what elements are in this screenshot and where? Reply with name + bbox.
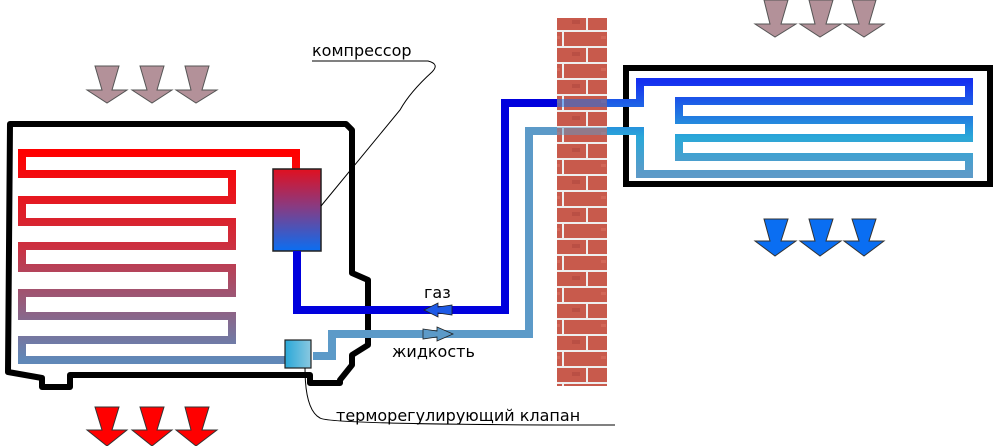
compressor (272, 168, 322, 252)
arrow-down-icon (753, 218, 798, 257)
outdoor-unit-casing (5, 121, 371, 390)
arrow-down-icon (798, 0, 843, 38)
arrow-down-icon (174, 65, 219, 104)
liquid-flow-arrow-icon (422, 326, 454, 342)
arrow-down-icon (130, 65, 174, 104)
gas-label: газ (424, 283, 451, 302)
condenser-coil (18, 149, 300, 364)
arrow-down-icon (798, 218, 843, 257)
hot-air-arrows (85, 406, 219, 446)
outdoor-intake-arrows (85, 65, 219, 104)
indoor-intake-arrows (753, 0, 886, 38)
valve-leader-line (304, 367, 616, 426)
compressor-leader-line (312, 60, 436, 207)
arrow-down-icon (130, 406, 174, 446)
expansion-valve (284, 339, 312, 369)
valve-label: терморегулирующий клапан (336, 406, 580, 425)
gas-line (293, 99, 620, 314)
cold-air-arrows (753, 218, 886, 257)
arrow-down-icon (842, 0, 886, 38)
arrow-down-icon (753, 0, 798, 38)
indoor-unit-casing (623, 65, 993, 187)
evaporator-coil (607, 78, 973, 178)
arrow-down-icon (174, 406, 219, 446)
brick-wall (557, 18, 607, 386)
gas-flow-arrow-icon (423, 302, 453, 318)
compressor-label: компрессор (312, 41, 412, 60)
arrow-down-icon (85, 406, 129, 446)
arrow-down-icon (842, 218, 886, 257)
liquid-label: жидкость (392, 342, 475, 361)
arrow-down-icon (85, 65, 129, 104)
